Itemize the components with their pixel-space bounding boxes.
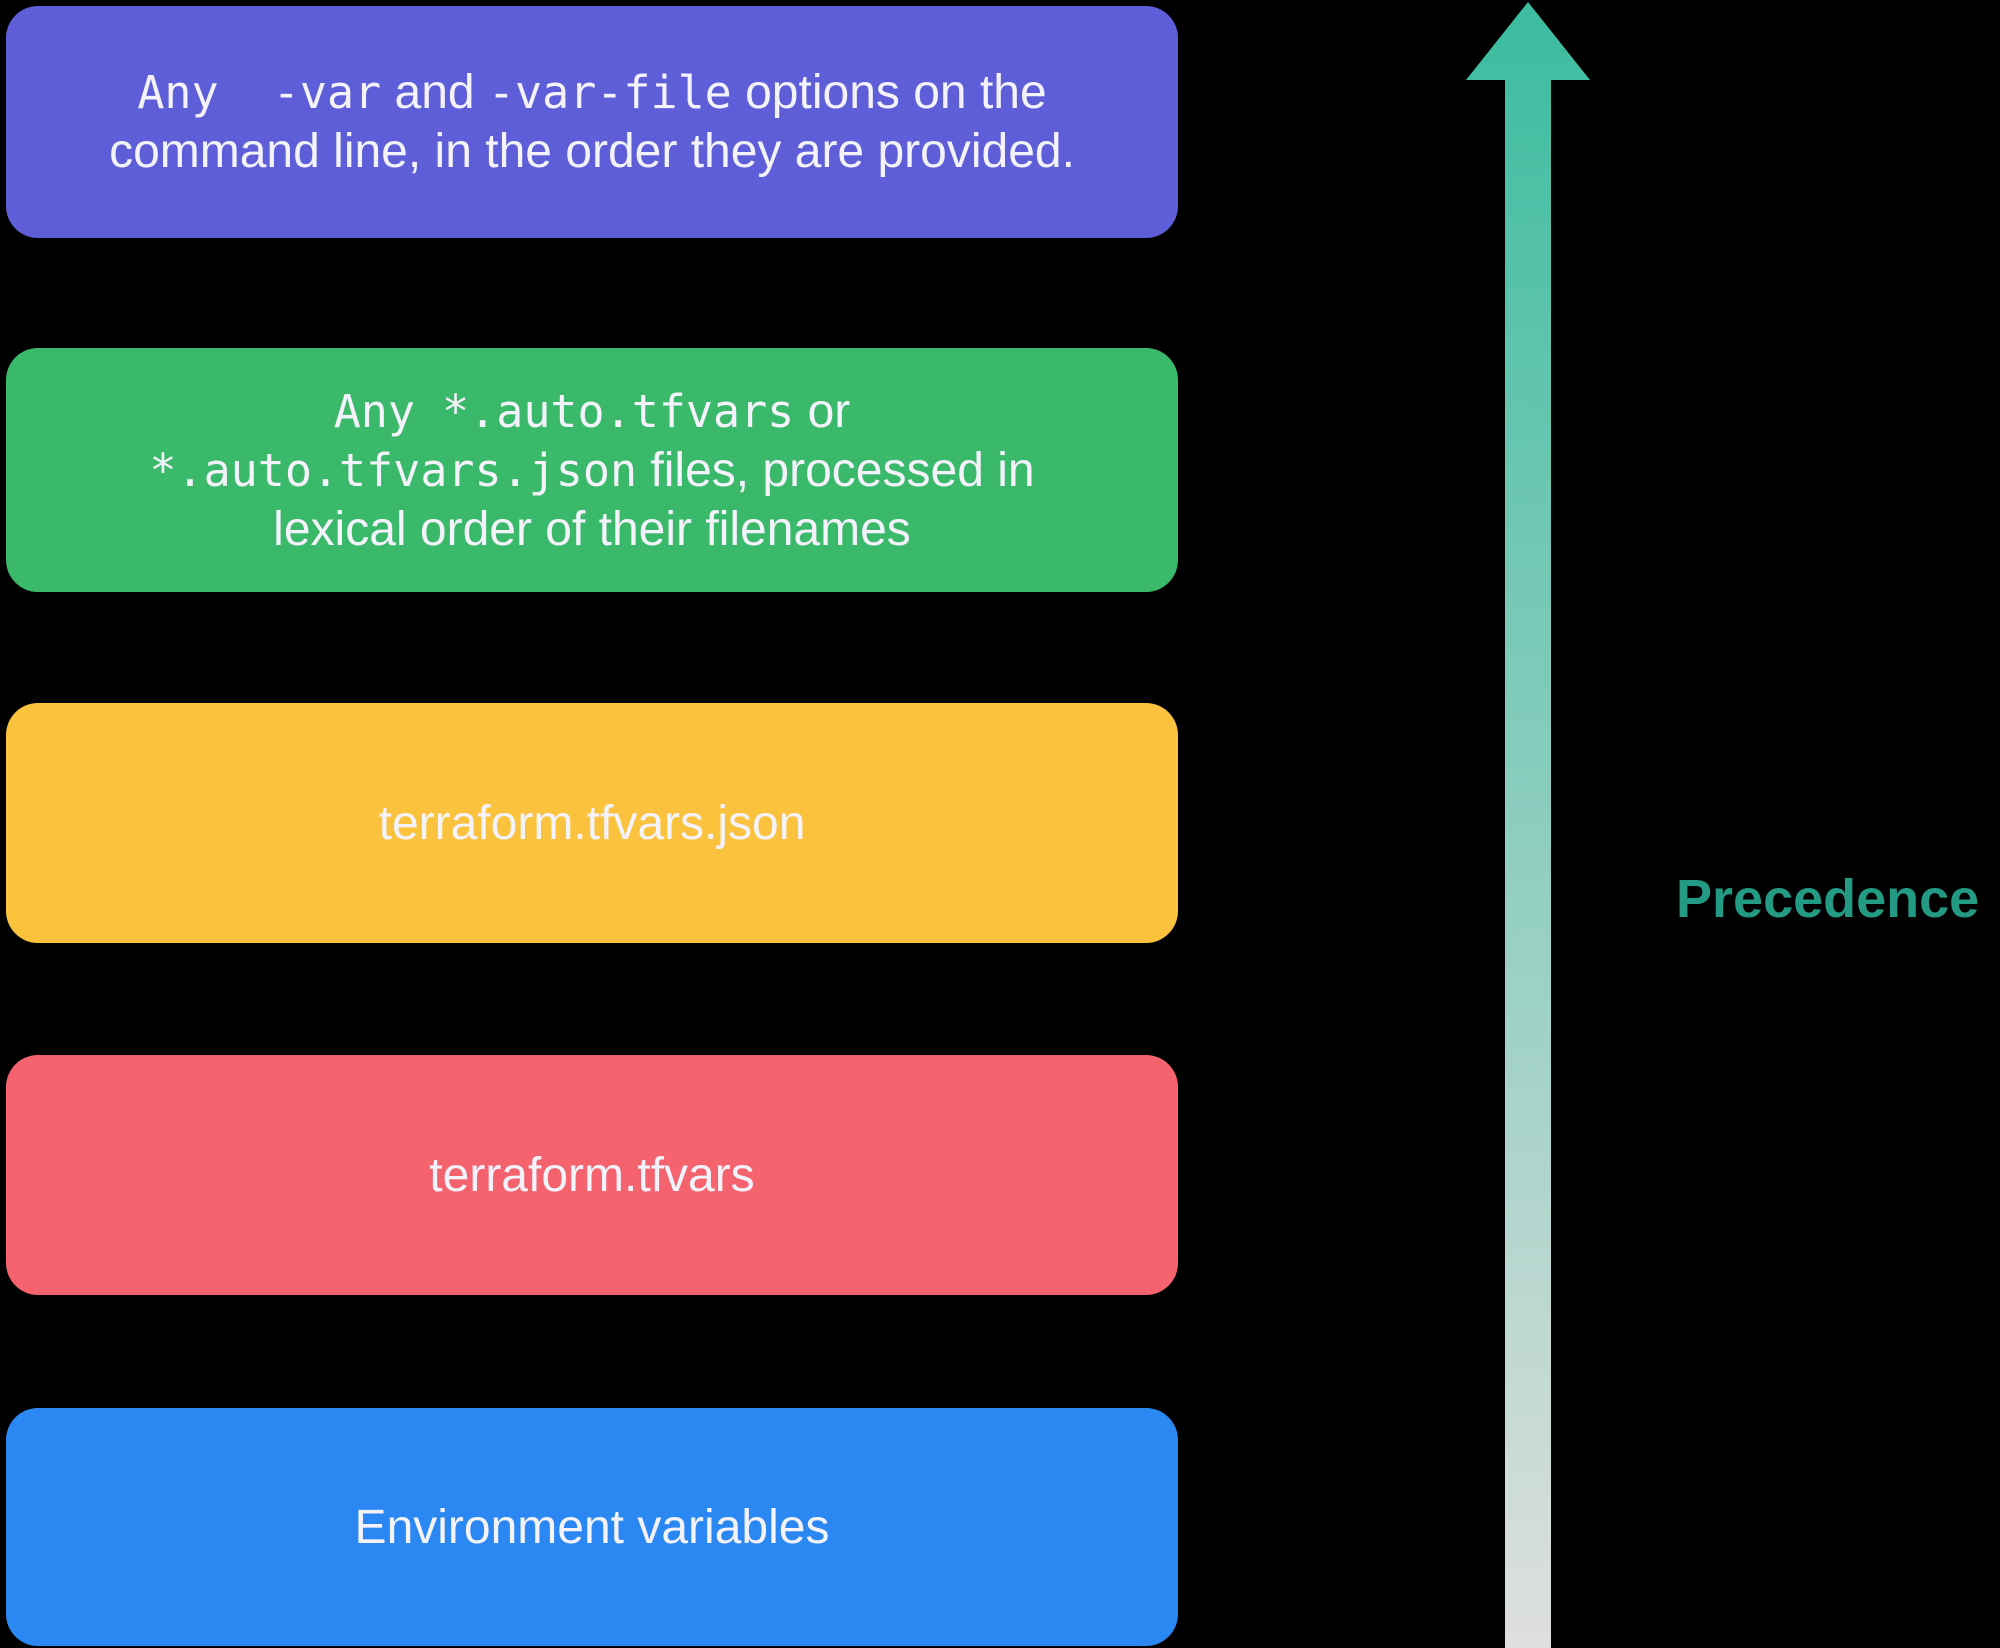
plain-text: options on the (731, 66, 1047, 119)
text-line: *.auto.tfvars.json files, processed in (149, 441, 1034, 500)
precedence-label: Precedence (1676, 869, 1980, 929)
plain-text: and (381, 66, 488, 119)
plain-text: Environment variables (354, 1500, 830, 1554)
box-terraform-tfvars: terraform.tfvars (6, 1055, 1178, 1295)
box-terraform-tfvars-json: terraform.tfvars.json (6, 703, 1178, 943)
plain-text: command line, in the order they are prov… (109, 125, 1075, 178)
code-text: Any *.auto.tfvars (333, 384, 795, 438)
text-line: Environment variables (355, 1498, 830, 1557)
code-text: *.auto.tfvars.json (149, 443, 638, 497)
text-line: lexical order of their filenames (149, 500, 1034, 559)
precedence-arrow-icon (1466, 2, 1590, 1648)
plain-text: or (794, 384, 851, 438)
box-terraform-tfvars-text: terraform.tfvars (429, 1146, 754, 1205)
text-line: terraform.tfvars.json (379, 794, 806, 853)
text-line: Any -var and -var-file options on the (109, 63, 1075, 122)
plain-text: terraform.tfvars (429, 1148, 755, 1202)
box-terraform-tfvars-json-text: terraform.tfvars.json (379, 794, 806, 853)
plain-text: lexical order of their filenames (273, 502, 911, 556)
plain-text: files, processed in (637, 443, 1035, 497)
code-text: -var-file (487, 66, 732, 119)
plain-text: terraform.tfvars.json (378, 796, 806, 850)
code-text: Any -var (137, 66, 382, 119)
box-environment-variables-text: Environment variables (355, 1498, 830, 1557)
text-line: command line, in the order they are prov… (109, 122, 1075, 181)
box-auto-tfvars-files-text: Any *.auto.tfvars or*.auto.tfvars.json f… (149, 382, 1034, 559)
box-auto-tfvars-files: Any *.auto.tfvars or*.auto.tfvars.json f… (6, 348, 1178, 592)
box-environment-variables: Environment variables (6, 1408, 1178, 1646)
up-arrow-shape (1466, 2, 1590, 1648)
text-line: terraform.tfvars (429, 1146, 754, 1205)
text-line: Any *.auto.tfvars or (149, 382, 1034, 441)
